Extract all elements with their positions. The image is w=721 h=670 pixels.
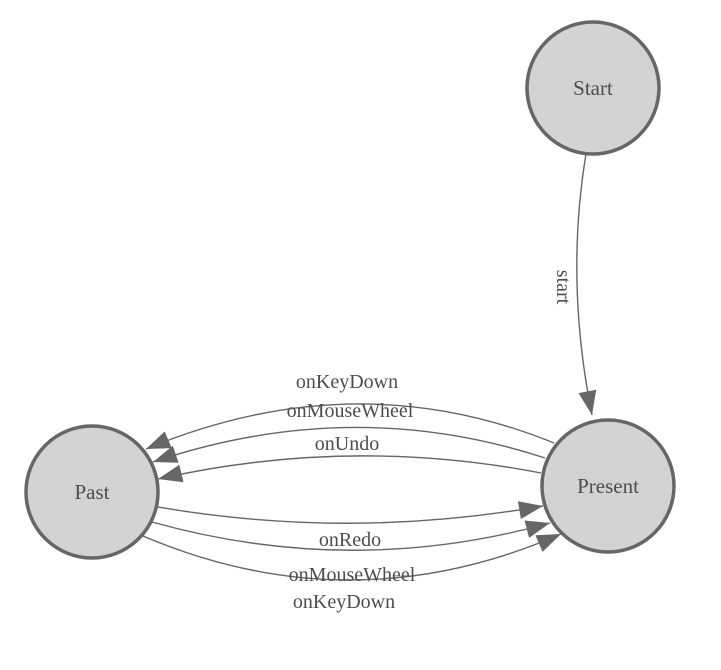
edge-label-onkeydown-lower: onKeyDown [293, 591, 395, 613]
node-past-label: Past [74, 480, 109, 504]
edge-label-start: start [552, 270, 574, 305]
edge-present-to-past-onundo [157, 455, 542, 480]
edge-label-onkeydown-upper: onKeyDown [296, 371, 398, 393]
node-present-label: Present [577, 474, 639, 498]
edge-label-onmousewheel-lower: onMouseWheel [289, 564, 416, 586]
edge-past-to-present-onkeydown-arrowhead [535, 534, 561, 552]
edge-present-to-past-onkeydown-arrowhead [146, 431, 172, 449]
edge-label-onredo: onRedo [319, 529, 381, 551]
edge-past-to-present-onmousewheel-arrowhead [524, 520, 550, 538]
edge-past-to-present-onredo [157, 505, 544, 524]
edge-present-to-past-onundo-arrowhead [158, 464, 184, 483]
edge-start-to-present-arrowhead [578, 389, 597, 415]
edge-past-to-present-onmousewheel [151, 521, 551, 551]
edge-start-to-present [576, 153, 593, 416]
node-past-circle [24, 424, 160, 560]
edge-past-to-present-onredo-arrowhead [517, 501, 543, 519]
edge-present-to-past-onmousewheel-arrowhead [153, 445, 179, 463]
node-start-label: Start [573, 76, 613, 100]
node-start-circle [525, 20, 661, 156]
edge-past-to-present-onkeydown [142, 533, 562, 581]
edge-present-to-past-onmousewheel [152, 426, 546, 463]
node-present-circle [540, 418, 676, 554]
edge-label-onundo: onUndo [315, 433, 379, 455]
edge-present-to-past-onkeydown [145, 403, 555, 450]
edge-label-onmousewheel-upper: onMouseWheel [287, 400, 414, 422]
